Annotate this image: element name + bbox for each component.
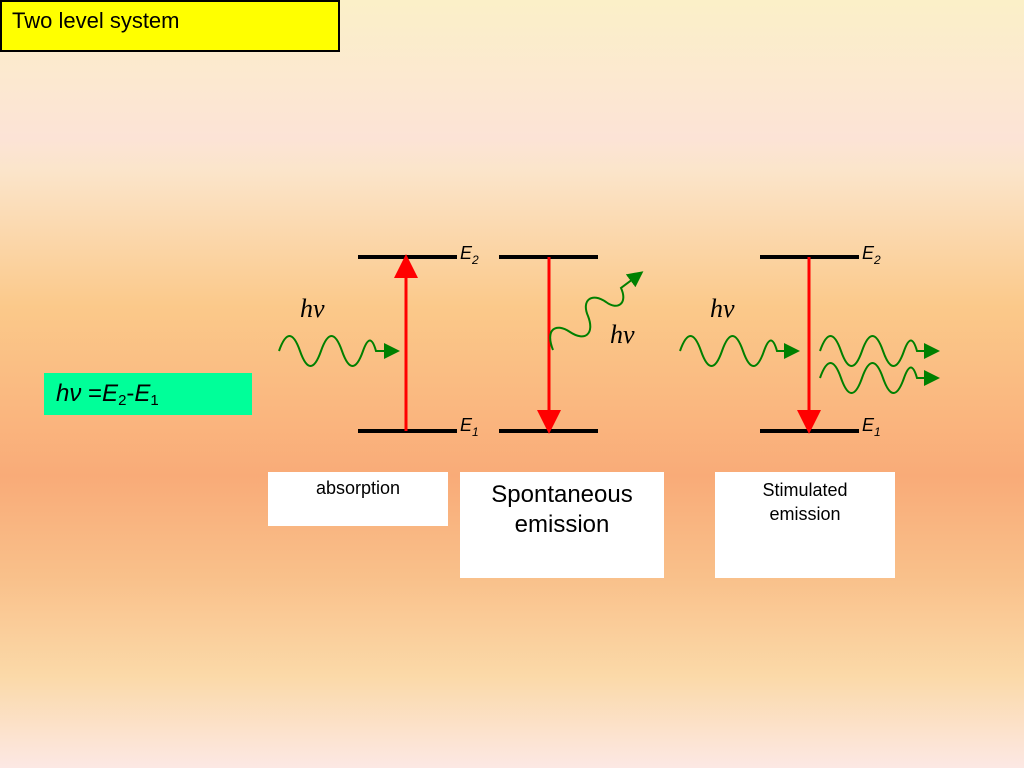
absorption-e1-label: E1 xyxy=(460,415,479,439)
formula-e1-sub: 1 xyxy=(150,392,159,409)
stimulated-label-box: Stimulated emission xyxy=(715,472,895,578)
formula-e2-sub: 2 xyxy=(118,392,127,409)
formula-nu: ν xyxy=(69,380,82,407)
absorption-incoming-photon xyxy=(278,335,400,367)
formula-equals: = xyxy=(81,380,103,407)
spontaneous-label-line1: Spontaneous xyxy=(491,481,633,508)
absorption-label-box: absorption xyxy=(268,472,448,526)
formula-h: h xyxy=(56,380,70,407)
spontaneous-emitted-photon xyxy=(549,271,644,351)
formula-e1: E xyxy=(134,380,151,407)
stimulated-incoming-photon xyxy=(679,335,800,367)
absorption-e2-label: E2 xyxy=(460,243,479,267)
spontaneous-photon-label: hν xyxy=(610,320,635,349)
formula-e2: E xyxy=(102,380,119,407)
stimulated-label-line1: Stimulated xyxy=(762,480,848,500)
spontaneous-label-line2: emission xyxy=(514,511,610,538)
stimulated-outgoing-photon-2 xyxy=(819,362,940,394)
spontaneous-label-box: Spontaneous emission xyxy=(460,472,664,578)
stimulated-label-line2: emission xyxy=(769,504,841,524)
stimulated-e1-label: E1 xyxy=(862,415,881,439)
slide-title: Two level system xyxy=(0,0,340,52)
stimulated-e2-label: E2 xyxy=(862,243,881,267)
stimulated-photon-label: hν xyxy=(710,294,735,323)
absorption-label: absorption xyxy=(315,478,401,498)
formula-minus: - xyxy=(126,380,135,407)
stimulated-outgoing-photon-1 xyxy=(819,335,940,367)
absorption-photon-label: hν xyxy=(300,294,325,323)
energy-formula: hν =E2-E1 xyxy=(44,373,252,415)
